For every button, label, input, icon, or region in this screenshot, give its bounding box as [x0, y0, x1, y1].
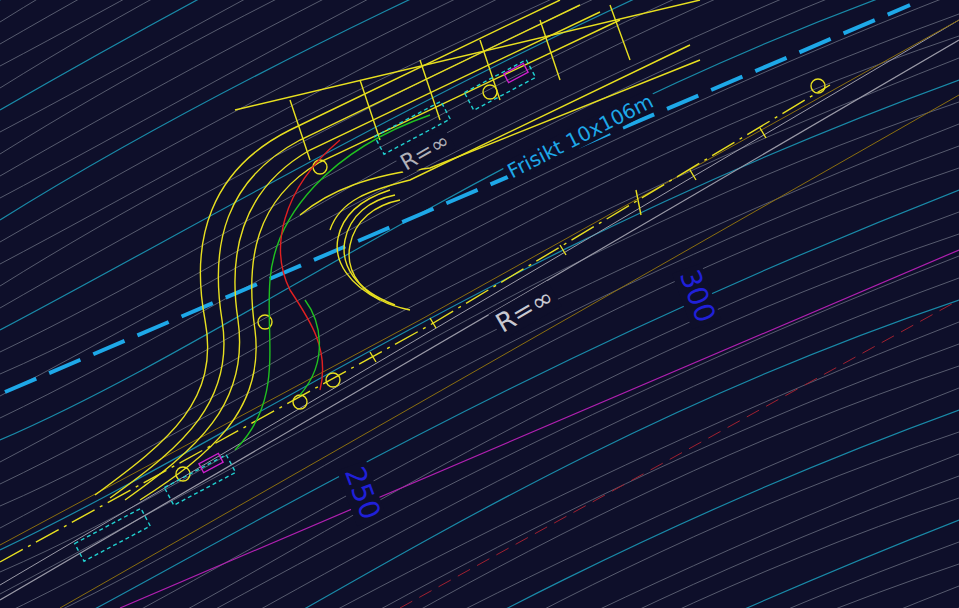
contour-line: [0, 0, 959, 286]
radius-label: R=∞: [394, 127, 456, 177]
contour-line: [0, 0, 959, 132]
contour-line: [0, 36, 959, 506]
sight-distance-label: Frisikt 10x106m: [501, 88, 659, 183]
contour-line: [0, 190, 959, 608]
contour-line: [0, 344, 959, 608]
road-edge: [0, 40, 959, 600]
contour-line: [0, 0, 959, 176]
contour-line: [0, 454, 959, 608]
main-road: [0, 20, 959, 608]
contour-line: [0, 0, 959, 66]
contour-line: [0, 0, 959, 220]
road-edge: [0, 20, 959, 585]
elevation-label: 300: [672, 263, 721, 329]
side-road: [95, 0, 700, 500]
design-curve: [300, 300, 319, 395]
boundary-line: [120, 250, 959, 608]
design-curve: [281, 140, 340, 390]
contour-line: [0, 124, 959, 594]
contour-line: [0, 476, 959, 608]
contour-line: [0, 564, 959, 608]
contour-line: [0, 0, 959, 198]
contour-line: [0, 168, 959, 608]
contour-line: [0, 0, 959, 418]
contour-line: [0, 0, 959, 396]
contour-line: [0, 586, 959, 608]
contour-line: [0, 256, 959, 608]
sight-line: [5, 5, 910, 392]
marker-box: [199, 63, 528, 472]
contour-line: [0, 146, 959, 608]
station-marker: [811, 79, 825, 93]
contour-line: [0, 234, 959, 608]
tick: [370, 128, 766, 362]
contour-line: [0, 102, 959, 572]
elevation-label: 250: [337, 460, 386, 526]
contour-line: [0, 278, 959, 608]
contour-line: [0, 0, 959, 352]
centerline: [0, 85, 830, 562]
boundary-line: [400, 300, 959, 608]
station-marker: [326, 373, 340, 387]
contour-line: [0, 498, 959, 608]
road-edge: [0, 20, 959, 545]
bus-stop: [75, 60, 536, 561]
contour-line: [0, 0, 959, 110]
radius-label: R=∞: [489, 281, 562, 340]
station-marker: [293, 395, 307, 409]
contour-line: [0, 0, 959, 330]
contour-line: [0, 0, 959, 44]
contour-line: [0, 0, 959, 264]
contour-line: [0, 432, 959, 608]
contour-line: [0, 322, 959, 608]
contour-line: [0, 0, 959, 440]
contour-line: [0, 212, 959, 608]
